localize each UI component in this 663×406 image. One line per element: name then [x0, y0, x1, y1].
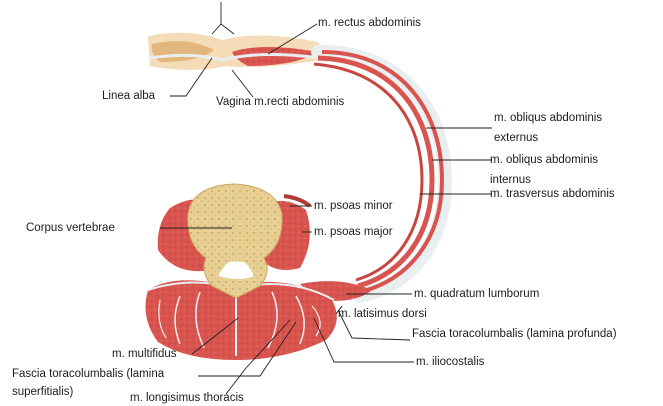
label-longissimus-thoracis: m. longisimus thoracis	[130, 391, 244, 405]
label-corpus-vertebrae: Corpus vertebrae	[26, 221, 115, 235]
label-obliquus-externus-2: externus	[494, 131, 538, 145]
vertebra	[188, 184, 282, 298]
label-psoas-major: m. psoas major	[314, 225, 393, 239]
anterior-abdominal-wall	[148, 33, 330, 70]
label-fascia-superficialis-1: Fascia toracolumbalis (lamina	[12, 367, 164, 381]
label-fascia-profunda: Fascia toracolumbalis (lamina profunda)	[412, 327, 617, 341]
label-iliocostalis: m. iliocostalis	[416, 355, 484, 369]
label-latissimus-dorsi: m. latisimus dorsi	[338, 307, 427, 321]
label-quadratus-lumborum: m. quadratum lumborum	[414, 287, 539, 301]
label-vagina-recti: Vagina m.recti abdominis	[216, 95, 344, 109]
label-obliquus-externus-1: m. obliqus abdominis	[494, 111, 602, 125]
label-obliquus-internus-1: m. obliqus abdominis	[490, 153, 598, 167]
label-linea-alba: Linea alba	[102, 89, 155, 103]
label-obliquus-internus-2: internus	[490, 173, 531, 187]
label-multifidus: m. multifidus	[112, 347, 177, 361]
label-transversus-abdominis: m. trasversus abdominis	[490, 187, 615, 201]
label-rectus-abdominis: m. rectus abdominis	[318, 16, 421, 30]
lateral-abdominal-muscles	[314, 52, 445, 296]
label-psoas-minor: m. psoas minor	[314, 199, 393, 213]
label-fascia-superficialis-2: superfitialis)	[12, 385, 73, 399]
